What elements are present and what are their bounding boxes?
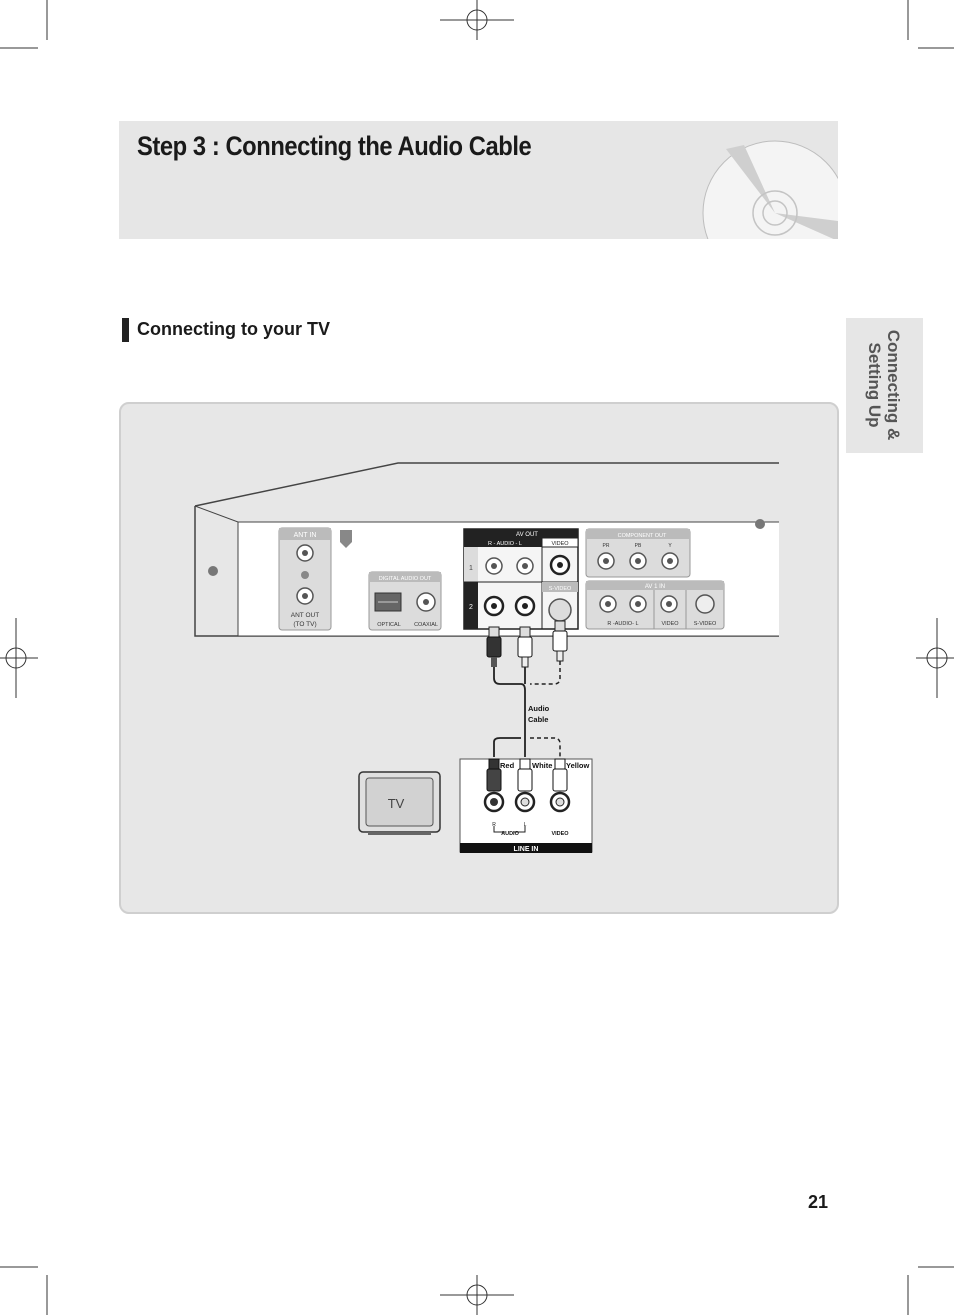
av-out-label: AV OUT — [516, 532, 538, 538]
page-title: Step 3 : Connecting the Audio Cable — [137, 131, 532, 161]
optical-label: OPTICAL — [377, 622, 401, 628]
av-out-block — [463, 528, 579, 630]
component-out-label: COMPONENT OUT — [618, 533, 667, 539]
av1-video-label: VIDEO — [661, 621, 679, 627]
side-tab: Connecting & Setting Up — [846, 318, 923, 453]
section-marker — [122, 318, 129, 342]
ant-out-sub-label: (TO TV) — [293, 621, 316, 628]
component-y-label: Y — [668, 543, 672, 549]
component-out-block — [585, 528, 691, 578]
video-cable — [530, 661, 561, 757]
row-2-label: 2 — [469, 604, 473, 611]
digital-audio-out-label: DIGITAL AUDIO OUT — [379, 576, 432, 582]
ant-out-label: ANT OUT — [291, 612, 319, 619]
av-out-svideo-label: S-VIDEO — [549, 586, 572, 592]
yellow-label: Yellow — [566, 761, 590, 770]
video-in-label: VIDEO — [551, 831, 569, 837]
r-label: R — [492, 822, 496, 828]
component-pb-label: PB — [635, 543, 642, 549]
l-label: L — [524, 822, 527, 828]
av1-in-label: AV 1 IN — [645, 584, 665, 590]
digital-audio-block — [368, 571, 442, 631]
header-band — [119, 121, 838, 239]
line-in-panel — [459, 758, 593, 853]
row-1-label: 1 — [469, 565, 473, 572]
red-label: Red — [500, 761, 515, 770]
audio-cable — [493, 667, 526, 757]
av1-svideo-label: S-VIDEO — [694, 621, 717, 627]
coaxial-label: COAXIAL — [414, 622, 438, 628]
tv-icon — [358, 771, 441, 835]
white-label: White — [532, 761, 552, 770]
av-out-video-label: VIDEO — [551, 541, 569, 547]
cable-plugs-top — [486, 620, 568, 668]
audio-cable-label-1: Audio — [528, 704, 550, 713]
component-pr-label: PR — [603, 543, 610, 549]
av1-in-block — [585, 580, 725, 630]
section-title: Connecting to your TV — [137, 319, 330, 339]
audio-label: AUDIO — [501, 831, 519, 837]
tv-label: TV — [388, 796, 405, 811]
antenna-block — [278, 527, 332, 631]
line-in-label: LINE IN — [514, 846, 539, 853]
page-number: 21 — [808, 1192, 829, 1212]
av-out-audio-label: R - AUDIO - L — [488, 541, 522, 547]
av1-audio-label: R -AUDIO- L — [607, 621, 638, 627]
audio-cable-label-2: Cable — [528, 715, 548, 724]
disc-icon — [702, 140, 838, 239]
ant-in-label: ANT IN — [294, 532, 317, 539]
